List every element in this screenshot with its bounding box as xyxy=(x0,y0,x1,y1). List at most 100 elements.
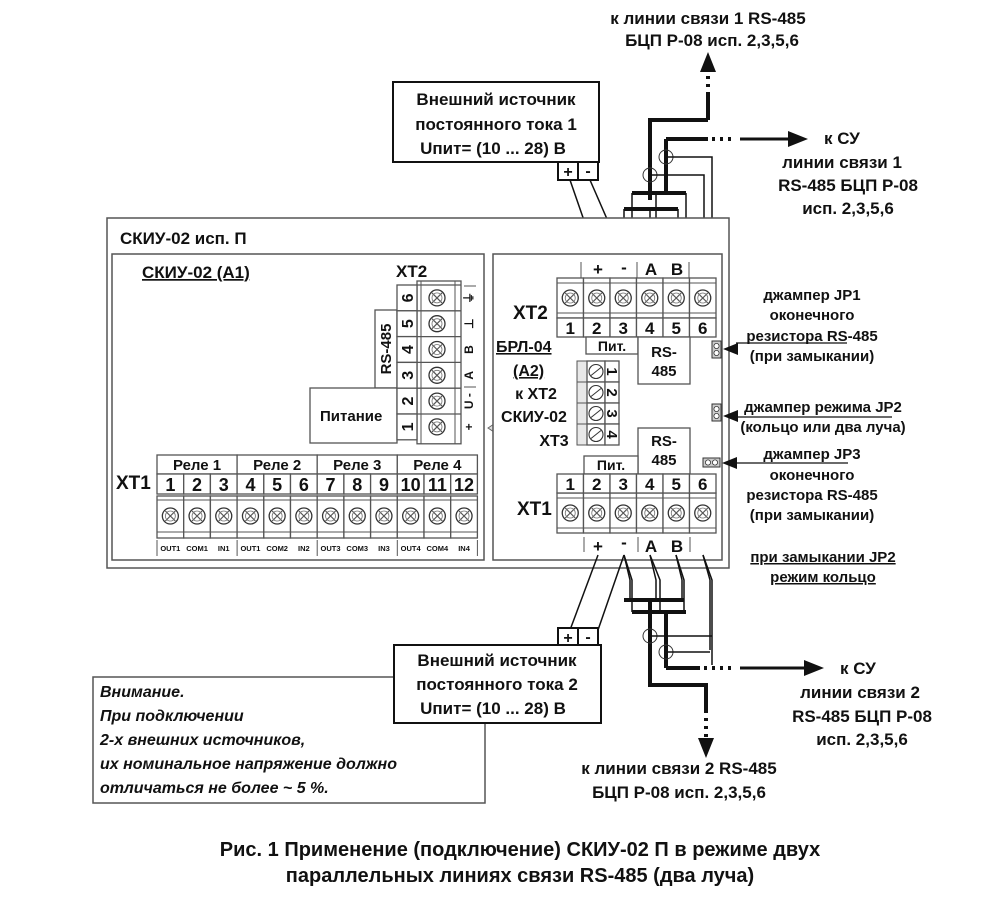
screw-terminal-icon xyxy=(241,507,260,525)
a2-terminal-number: 3 xyxy=(619,475,628,494)
line1-wiring xyxy=(569,118,713,259)
screw-terminal-icon xyxy=(348,507,366,525)
screw-terminal-icon xyxy=(588,504,606,522)
jp2-label-2: (кольцо или два луча) xyxy=(740,419,905,436)
line1-su-label-4: исп. 2,3,5,6 xyxy=(802,199,894,218)
screw-terminal-icon xyxy=(694,289,712,307)
a2-lower-rs485-line-1: RS- xyxy=(651,433,677,450)
a1-xt1-signal: OUT3 xyxy=(321,544,341,553)
line1-su-label-1: к СУ xyxy=(824,129,860,148)
line2-su-label-1: к СУ xyxy=(840,659,876,678)
a2-xt1-signal-b: B xyxy=(671,537,683,556)
ring-note-line-2: режим кольцо xyxy=(770,569,876,586)
line2-su-label-3: RS-485 БЦП Р-08 xyxy=(792,707,932,726)
a2-xt1-label: ХТ1 xyxy=(517,499,552,520)
line1-bus-arrow xyxy=(700,52,716,120)
screw-terminal-icon xyxy=(588,289,606,307)
jp1-label-4: (при замыкании) xyxy=(750,348,874,365)
a1-xt2-number: 6 xyxy=(400,293,417,302)
jumper-jp3-icon[interactable] xyxy=(702,457,721,468)
a1-xt1-number: 3 xyxy=(219,475,229,495)
relay-label: Реле 2 xyxy=(253,457,301,474)
a2-terminal-number: 4 xyxy=(645,319,655,338)
line1-su-label-3: RS-485 БЦП Р-08 xyxy=(778,176,918,195)
screw-terminal-icon xyxy=(641,504,659,522)
jp2-label-1: джампер режима JP2 xyxy=(744,399,902,416)
screw-terminal-icon xyxy=(375,507,393,525)
a1-xt1-number: 8 xyxy=(352,475,362,495)
a1-xt1-signal: IN3 xyxy=(378,544,390,553)
jp1-label-1: джампер JP1 xyxy=(763,287,860,304)
a1-xt1-number: 1 xyxy=(165,475,175,495)
power-source-1-plus: + xyxy=(563,164,572,181)
line2-bus-label-1: к линии связи 2 RS-485 xyxy=(581,759,776,778)
a1-xt2-signal: A xyxy=(462,371,476,380)
a1-xt1-signal: OUT4 xyxy=(401,544,422,553)
warning-line-5: отличаться не более ~ 5 %. xyxy=(100,780,329,797)
power-source-1-minus-terminal xyxy=(577,161,599,181)
screw-terminal-icon xyxy=(188,507,206,525)
arrow-down-icon xyxy=(698,738,714,758)
screw-terminal-icon xyxy=(667,504,685,522)
a2-xt3-number: 4 xyxy=(603,430,620,439)
a2-upper-rs485-line-2: 485 xyxy=(651,363,676,380)
a1-xt1-number: 10 xyxy=(401,475,421,495)
line1-bus-label-1: к линии связи 1 RS-485 xyxy=(610,9,805,28)
jumper-jp2-icon[interactable] xyxy=(711,403,722,422)
screw-terminal-icon xyxy=(161,507,180,525)
line2-su-label-4: исп. 2,3,5,6 xyxy=(816,730,908,749)
arrow-right-icon xyxy=(804,660,824,676)
a1-xt1-signal: IN4 xyxy=(458,544,471,553)
a2-xt2-signal-minus: - xyxy=(621,258,627,277)
warning-box: Внимание. При подключении 2-х внешних ис… xyxy=(92,644,602,804)
screw-terminal-icon xyxy=(614,289,632,307)
a1-xt2-signal: ⊥ xyxy=(462,318,476,328)
a2-xt2-signal-a: A xyxy=(645,260,657,279)
a2-title-line-1: БРЛ-04 xyxy=(496,339,552,356)
line2-wiring xyxy=(569,554,713,710)
a2-note-line-2: СКИУ-02 xyxy=(501,409,567,426)
power-source-1: Внешний источник постоянного тока 1 Uпит… xyxy=(392,81,600,181)
a1-xt2-signal: + xyxy=(462,423,476,430)
line2-su-label-2: линии связи 2 xyxy=(800,683,920,702)
a2-xt2-signal-plus: + xyxy=(593,260,603,279)
warning-line-2: При подключении xyxy=(100,708,244,725)
warning-line-1: Внимание. xyxy=(100,684,185,701)
jp1-label-2: оконечного xyxy=(770,307,855,324)
ring-mode-note: при замыкании JP2 режим кольцо xyxy=(750,549,895,586)
screw-terminal-icon xyxy=(428,507,447,525)
a1-xt2-number: 1 xyxy=(400,422,417,431)
module-a1-rs485-label: RS-485 xyxy=(378,324,395,375)
a2-upper-pit-label: Пит. xyxy=(598,338,626,354)
screw-terminal-icon xyxy=(295,507,313,525)
a2-terminal-number: 4 xyxy=(645,475,655,494)
a2-terminal-number: 1 xyxy=(566,475,575,494)
a1-xt2-number: 5 xyxy=(400,319,417,328)
line1-su-label: к СУ линии связи 1 RS-485 БЦП Р-08 исп. … xyxy=(778,129,918,218)
power-source-2-text: Внешний источник постоянного тока 2 Uпит… xyxy=(416,651,578,718)
a2-terminal-number: 2 xyxy=(592,475,601,494)
a1-xt1-number: 2 xyxy=(192,475,202,495)
screw-terminal-icon xyxy=(215,507,233,525)
relay-label: Реле 3 xyxy=(333,457,381,474)
screw-terminal-icon xyxy=(694,504,712,522)
a1-xt1-signal: IN2 xyxy=(298,544,310,553)
jumper-jp1-icon[interactable] xyxy=(711,340,722,359)
a1-xt1-signal: COM4 xyxy=(427,544,449,553)
power-source-2-minus: - xyxy=(585,629,590,646)
a2-lower-rs485-line-2: 485 xyxy=(651,452,676,469)
jp2-label: джампер режима JP2 (кольцо или два луча) xyxy=(723,399,906,436)
a1-xt2-signal: U - xyxy=(462,393,476,409)
screw-terminal-icon xyxy=(428,366,446,384)
line1-su-label-2: линии связи 1 xyxy=(782,153,902,172)
screw-terminal-icon xyxy=(321,507,340,525)
screw-terminal-icon xyxy=(667,289,685,307)
a1-xt1-number: 11 xyxy=(428,475,447,495)
screw-terminal-icon xyxy=(268,507,286,525)
a1-xt1-signal: COM3 xyxy=(346,544,368,553)
a2-terminal-number: 3 xyxy=(619,319,628,338)
a2-number-cell xyxy=(688,317,717,338)
screw-terminal-icon xyxy=(614,504,632,522)
